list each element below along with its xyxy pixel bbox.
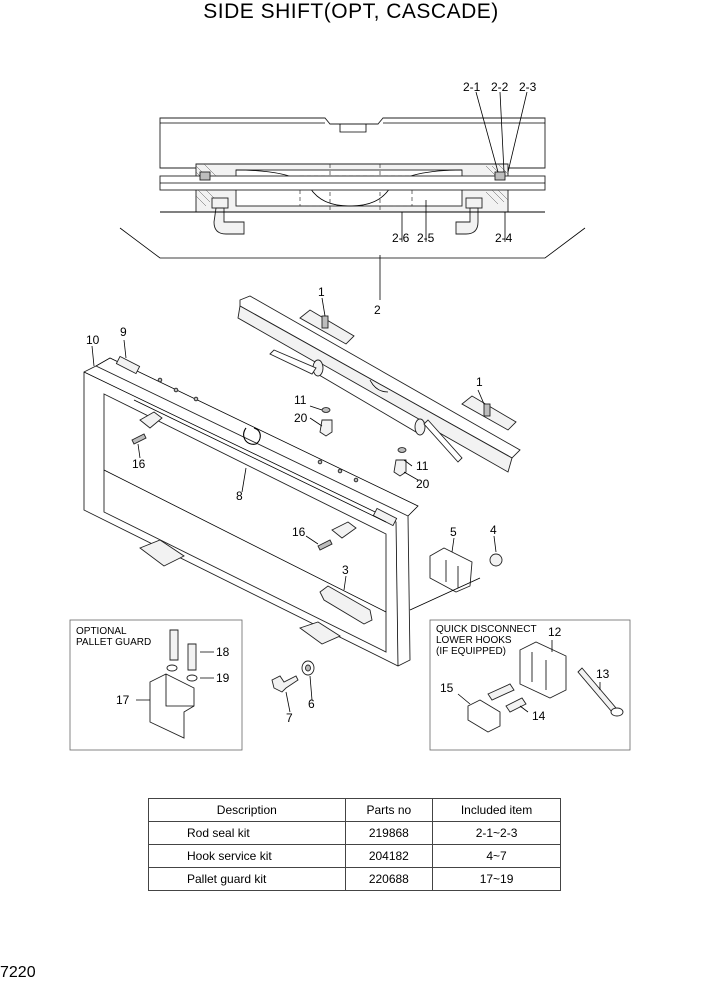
kit-description: Rod seal kit (148, 821, 346, 845)
callout-2-3: 2-3 (519, 80, 537, 94)
callout-3: 3 (342, 563, 349, 577)
inset-pallet-guard (69, 619, 243, 751)
callout-18: 18 (216, 645, 230, 659)
callout-20-left: 20 (294, 411, 308, 425)
callout-10: 10 (86, 333, 100, 347)
callout-17: 17 (116, 693, 130, 707)
callout-6: 6 (308, 697, 315, 711)
inset-lower-hooks-line2: LOWER HOOKS (436, 635, 512, 646)
callout-2-2: 2-2 (491, 80, 509, 94)
callout-13: 13 (596, 667, 610, 681)
column-header: Included item (432, 798, 561, 822)
callout-2-5: 2-5 (417, 231, 435, 245)
leader-lines (91, 297, 497, 713)
callout-2-1: 2-1 (463, 80, 481, 94)
callout-2: 2 (374, 303, 381, 317)
cylinder-assembly (237, 295, 521, 477)
hook-parts (271, 547, 503, 693)
column-header: Description (148, 798, 346, 822)
callout-labels: 2-1 2-2 2-3 2-6 2-5 2-4 1 2 1 10 9 11 20… (76, 80, 610, 725)
callout-12: 12 (548, 625, 562, 639)
callout-15: 15 (440, 681, 454, 695)
cylinder-section-view (119, 91, 586, 300)
kit-description: Hook service kit (148, 844, 346, 868)
column-header: Parts no (344, 798, 434, 822)
callout-4: 4 (490, 523, 497, 537)
callout-14: 14 (532, 709, 546, 723)
kit-part-number: 219868 (344, 821, 434, 845)
callout-11-left: 11 (294, 393, 307, 407)
callout-8: 8 (236, 489, 243, 503)
kit-part-number: 220688 (344, 867, 434, 891)
inset-lower-hooks-line1: QUICK DISCONNECT (436, 624, 537, 635)
callout-20-right: 20 (416, 477, 430, 491)
inset-lower-hooks-line3: (IF EQUIPPED) (436, 646, 506, 657)
service-kit-table: Description Parts no Included item Rod s… (148, 798, 561, 891)
table-header-row: Description Parts no Included item (148, 798, 561, 822)
kit-part-number: 204182 (344, 844, 434, 868)
callout-16-right: 16 (292, 525, 306, 539)
page-number: 7220 (0, 964, 36, 981)
callout-16-left: 16 (132, 457, 146, 471)
callout-9: 9 (120, 325, 127, 339)
callout-2-6: 2-6 (392, 231, 410, 245)
table-row: Rod seal kit 219868 2-1~2-3 (148, 821, 561, 845)
kit-included-items: 17~19 (432, 867, 561, 891)
table-row: Pallet guard kit 220688 17~19 (148, 867, 561, 891)
inset-pallet-guard-line1: OPTIONAL (76, 626, 127, 637)
inset-pallet-guard-line2: PALLET GUARD (76, 637, 151, 648)
callout-2-4: 2-4 (495, 231, 513, 245)
callout-19: 19 (216, 671, 230, 685)
kit-description: Pallet guard kit (148, 867, 346, 891)
table-row: Hook service kit 204182 4~7 (148, 844, 561, 868)
kit-included-items: 2-1~2-3 (432, 821, 561, 845)
inset-lower-hooks (429, 619, 631, 751)
kit-included-items: 4~7 (432, 844, 561, 868)
callout-1-top: 1 (318, 285, 325, 299)
callout-5: 5 (450, 525, 457, 539)
callout-7: 7 (286, 711, 293, 725)
page-title: SIDE SHIFT(OPT, CASCADE) (203, 0, 499, 23)
callout-11-right: 11 (416, 459, 429, 473)
callout-1-right: 1 (476, 375, 483, 389)
